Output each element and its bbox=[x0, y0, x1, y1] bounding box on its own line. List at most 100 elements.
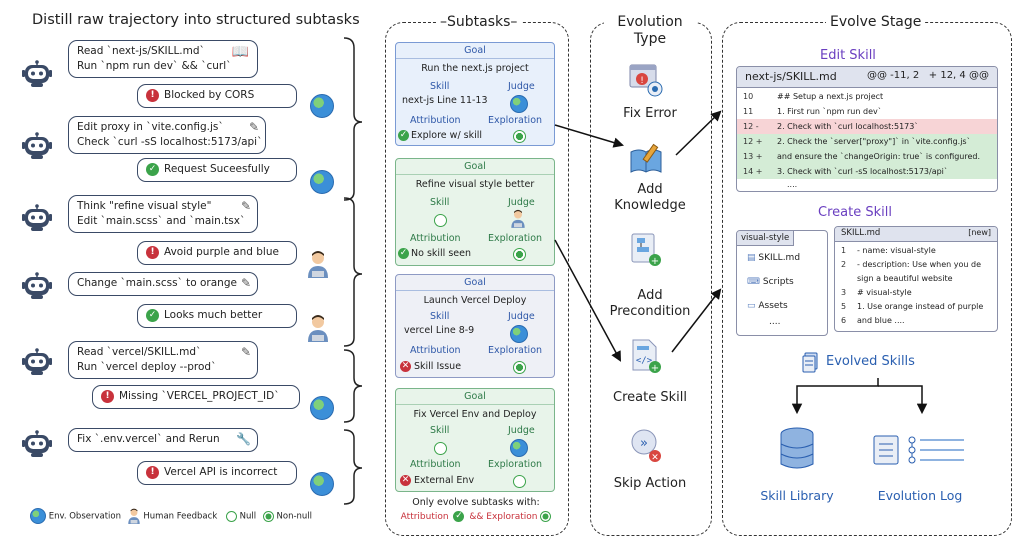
exploration-label: Exploration bbox=[488, 233, 543, 244]
pencil-icon: ✎ bbox=[248, 120, 259, 134]
exploration-label: Exploration bbox=[488, 345, 543, 356]
footer-rule: Only evolve subtasks with: bbox=[412, 497, 540, 508]
observation-bubble: ! Blocked by CORS bbox=[137, 84, 297, 108]
line-number: 12 + bbox=[743, 137, 763, 146]
check-icon: ✓ bbox=[146, 162, 159, 176]
evo-type-label: Add Knowledge bbox=[614, 182, 686, 213]
attribution-value: Skill Issue bbox=[414, 361, 462, 372]
line-text: and ensure the `changeOrigin: true` is c… bbox=[777, 152, 981, 161]
env-globe-icon bbox=[510, 439, 528, 457]
legend-null: Null bbox=[239, 511, 257, 522]
action-bubble: Think "refine visual style" Edit `main.s… bbox=[68, 195, 258, 233]
wrench-icon: 🔧 bbox=[236, 432, 251, 446]
evo-type-add-knowledge: Add Knowledge bbox=[595, 182, 705, 214]
line-text: # visual-style bbox=[857, 288, 912, 297]
judge-label: Judge bbox=[508, 197, 535, 208]
evo-type-fix-error: Fix Error bbox=[623, 106, 677, 121]
folder-name: visual-style bbox=[737, 231, 795, 246]
subtasks-title: –Subtasks– bbox=[436, 14, 522, 30]
check-icon: ✓ bbox=[398, 130, 409, 141]
skill-file-name: SKILL.md bbox=[841, 228, 881, 238]
evolution-title: Evolution Type bbox=[604, 14, 696, 48]
line-text: ## Setup a next.js project bbox=[777, 92, 884, 101]
diff-line: .... bbox=[737, 177, 997, 191]
left-section-title: Distill raw trajectory into structured s… bbox=[32, 12, 360, 28]
subtask-brackets bbox=[343, 37, 363, 505]
evo-type-add-precondition: Add Precondition bbox=[595, 288, 705, 320]
svg-text:»: » bbox=[640, 436, 648, 451]
folder-item: ▭ Assets bbox=[747, 301, 788, 311]
env-globe-icon bbox=[310, 396, 334, 420]
folder-more: .... bbox=[769, 317, 781, 327]
null-circle-icon bbox=[225, 510, 237, 522]
diff-line-removed: 12 -2. Check with `curl localhost:5173` bbox=[737, 119, 997, 134]
skip-action-icon: » ✕ bbox=[631, 429, 661, 463]
action-line: Check `curl -sS localhost:5173/api` bbox=[77, 136, 263, 148]
observation-bubble: ✓ Request Suceesfully bbox=[137, 158, 297, 182]
legend-nonnull: Non-null bbox=[276, 511, 313, 522]
line-number: 5 bbox=[841, 302, 847, 311]
attribution-label: Attribution bbox=[410, 345, 461, 356]
goal-label: Goal bbox=[396, 43, 554, 59]
diff-header: next-js/SKILL.md @@ -11, 2 + 12, 4 @@ bbox=[737, 67, 997, 88]
evolved-skills-icon bbox=[802, 352, 818, 373]
evolved-skills-title: Evolved Skills bbox=[826, 354, 915, 369]
error-icon: ! bbox=[146, 465, 159, 479]
skill-label: Skill bbox=[430, 197, 450, 208]
skill-null-icon bbox=[434, 214, 447, 227]
feedback-bubble: !Avoid purple and blue bbox=[137, 241, 297, 265]
legend-env: Env. Observation bbox=[48, 511, 121, 522]
svg-text:</>: </> bbox=[636, 356, 653, 366]
line-text: sign a beautiful website bbox=[857, 274, 953, 283]
action-bubble: Read `next-js/SKILL.md` Run `npm run dev… bbox=[68, 40, 258, 78]
line-number: 12 - bbox=[743, 122, 759, 131]
add-knowledge-icon bbox=[630, 143, 662, 173]
skill-value: vercel Line 8-9 bbox=[404, 325, 475, 336]
observation-bubble: ! Vercel API is incorrect bbox=[137, 461, 297, 485]
svg-text:+: + bbox=[651, 256, 659, 267]
action-line: Edit `main.scss` and `main.tsx` bbox=[77, 215, 246, 227]
database-icon bbox=[780, 427, 814, 469]
create-skill-icon: </> + bbox=[632, 339, 661, 374]
observation-text: Request Suceesfully bbox=[164, 163, 270, 175]
script-icon: ⌨ bbox=[747, 277, 760, 287]
skill-line: 2- description: Use when you de bbox=[835, 257, 997, 272]
evolution-log-label: Evolution Log bbox=[877, 488, 963, 503]
subtask-card: Goal Launch Vercel Deploy Skill Judge ve… bbox=[395, 274, 555, 378]
env-globe-icon bbox=[510, 325, 528, 343]
diff-line-added: 14 +3. Check with `curl -sS localhost:51… bbox=[737, 164, 997, 179]
footer-condition: Attribution ✓ && Exploration bbox=[388, 511, 564, 522]
subtask-card: Goal Run the next.js project Skill Judge… bbox=[395, 42, 555, 146]
edit-skill-diff: next-js/SKILL.md @@ -11, 2 + 12, 4 @@ 10… bbox=[736, 66, 998, 192]
skill-file-header: SKILL.md [new] bbox=[835, 227, 997, 242]
nonnull-circle-icon bbox=[540, 511, 552, 522]
observation-text: Blocked by CORS bbox=[164, 89, 255, 101]
action-line: Think "refine visual style" bbox=[77, 200, 212, 212]
diff-file-name: next-js/SKILL.md bbox=[745, 70, 837, 83]
attribution-value: External Env bbox=[414, 475, 475, 486]
observation-text: Vercel API is incorrect bbox=[164, 466, 278, 478]
footer-and: && bbox=[469, 512, 484, 522]
error-icon: ! bbox=[146, 88, 159, 102]
skill-null-icon bbox=[434, 442, 447, 455]
line-text: - name: visual-style bbox=[857, 246, 936, 255]
diff-hunk: @@ -11, 2 + 12, 4 @@ bbox=[867, 70, 989, 81]
exploration-nonnull-icon bbox=[513, 130, 526, 143]
skill-line: 3# visual-style bbox=[835, 285, 997, 300]
line-text: 1. First run `npm run dev` bbox=[777, 107, 882, 116]
line-number: 10 bbox=[743, 92, 754, 101]
env-globe-icon bbox=[310, 472, 334, 496]
skill-library-label: Skill Library bbox=[760, 488, 834, 503]
attribution-value: Explore w/ skill bbox=[411, 130, 483, 141]
skill-folder: visual-style ▤ SKILL.md ⌨ Scripts ▭ Asse… bbox=[736, 230, 828, 336]
evo-type-label: Add Precondition bbox=[609, 288, 691, 319]
exploration-null-icon bbox=[513, 475, 526, 488]
error-icon: ! bbox=[146, 245, 159, 259]
svg-text:!: ! bbox=[640, 76, 644, 86]
goal-text: Run the next.js project bbox=[421, 63, 529, 74]
file-icon: ▤ bbox=[747, 253, 756, 263]
action-bubble: Fix `.env.vercel` and Rerun 🔧 bbox=[68, 428, 258, 452]
line-text: .... bbox=[787, 180, 798, 189]
